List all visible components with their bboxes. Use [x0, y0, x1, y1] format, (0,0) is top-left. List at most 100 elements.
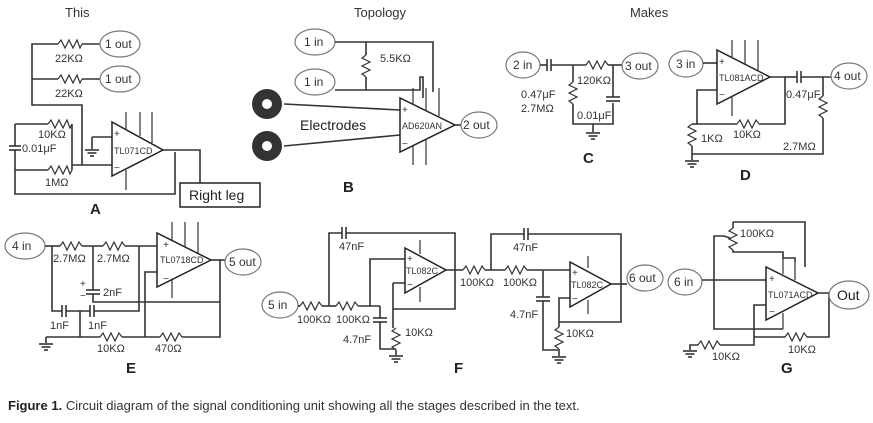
figure-caption: Figure 1. Circuit diagram of the signal … [8, 398, 580, 413]
node-3-in [668, 50, 704, 78]
right-leg-box [179, 182, 261, 208]
label-r3: 10KΩ [97, 343, 125, 355]
label-r1: 100KΩ [297, 314, 331, 326]
opamp-label: TL071ACD [768, 290, 813, 300]
label-c1: 0.47μF [786, 89, 821, 101]
label-c4: 4.7nF [510, 309, 538, 321]
node-label: 3 in [676, 57, 695, 71]
label-r5: 100KΩ [503, 277, 537, 289]
wire [696, 89, 737, 125]
cap-plus-sign: + [80, 279, 86, 290]
plus-sign: + [402, 105, 408, 116]
resistor-100k-4 [504, 264, 528, 276]
wire [369, 258, 405, 306]
resistor-2-7m-2 [102, 240, 126, 252]
node-label: 5 in [268, 298, 287, 312]
plus-sign: + [114, 129, 120, 140]
supply-pins [782, 258, 796, 329]
node-1-out-b [99, 65, 141, 93]
right-leg-label: Right leg [189, 187, 244, 203]
ground-icon [684, 160, 700, 168]
panel-letter-c: C [583, 150, 594, 167]
resistor-1k [686, 123, 698, 147]
ground-icon [585, 132, 601, 140]
resistor-2-7m-1 [59, 240, 83, 252]
label-c1: 0.47μF [521, 89, 556, 101]
plus-sign: + [163, 240, 169, 251]
label-r2: 10KΩ [733, 129, 761, 141]
resistor-10k-2 [784, 331, 808, 343]
node-label: 2 in [513, 58, 532, 72]
header-left: This [65, 5, 90, 20]
panel-letter-e: E [126, 360, 136, 377]
resistor-120k [585, 59, 609, 71]
node-6-out [626, 264, 664, 292]
wire [182, 260, 221, 338]
label-rg: 5.5KΩ [380, 53, 411, 65]
opamp-label: TL071CD [114, 146, 153, 156]
label-r3: 2.7MΩ [783, 141, 816, 153]
wire [490, 233, 524, 270]
panel-d: 3 in + − TL081ACD 4 out 0.47μF 1KΩ 10KΩ … [668, 40, 868, 184]
panel-e: 4 in + − + − TL0718CD 5 out [4, 222, 262, 377]
wire [542, 301, 558, 351]
label-r2: 22KΩ [55, 88, 83, 100]
caption-text: Circuit diagram of the signal conditioni… [65, 398, 580, 413]
node-2-out [460, 111, 498, 139]
node-1-in-b [294, 68, 336, 96]
node-label: 1 out [105, 37, 132, 51]
label-r1: 22KΩ [55, 53, 83, 65]
label-c2: 0.01μF [577, 110, 612, 122]
wire [759, 76, 786, 125]
label-c3: 1nF [88, 320, 107, 332]
resistor-10k [99, 331, 123, 343]
label-r2: 100KΩ [336, 314, 370, 326]
opamp-tl071acd [765, 265, 820, 322]
opamp-label: TL082C [571, 280, 604, 290]
label-pot: 100KΩ [740, 228, 774, 240]
wire [14, 150, 176, 195]
electrode-hole [262, 141, 272, 151]
label-r4: 100KΩ [460, 277, 494, 289]
ground-icon [84, 149, 100, 157]
opamp-tl081acd [716, 48, 772, 106]
label-c1: 2nF [103, 287, 122, 299]
plus-sign: + [407, 254, 413, 265]
wire [335, 41, 434, 92]
wire [328, 232, 342, 306]
electrodes-label: Electrodes [300, 117, 366, 133]
wire [379, 322, 396, 350]
caption-label: Figure 1. [8, 398, 63, 413]
opamp-label: TL081ACD [719, 73, 764, 83]
resistor-22k-2 [57, 73, 83, 85]
label-r1: 1KΩ [701, 133, 723, 145]
panel-letter-d: D [740, 167, 751, 184]
label-r3: 10KΩ [38, 129, 66, 141]
minus-sign: − [114, 163, 120, 174]
node-5-out [224, 248, 262, 276]
opamp-tl082c-2 [569, 260, 613, 309]
wire [528, 233, 622, 323]
label-c2: 4.7nF [343, 334, 371, 346]
label-r1: 10KΩ [712, 351, 740, 363]
node-label: Out [837, 287, 860, 303]
wire [346, 232, 456, 310]
node-4-out [830, 62, 868, 90]
opamp-label: AD620AN [402, 121, 442, 131]
minus-sign: − [719, 90, 725, 101]
node-3-out [621, 52, 659, 80]
node-5-in [261, 291, 299, 319]
label-r1: 2.7MΩ [521, 103, 554, 115]
panel-letter-a: A [90, 201, 101, 218]
panel-a: 22KΩ 22KΩ 1 out 1 out 10KΩ 0.01μF 1MΩ + … [9, 30, 261, 218]
ground-icon [682, 350, 698, 358]
plus-sign: + [769, 274, 775, 285]
minus-sign: − [572, 294, 578, 305]
wire [31, 57, 112, 166]
plus-sign: + [572, 268, 578, 279]
resistor-100k-1 [299, 300, 323, 312]
label-r1: 2.7MΩ [53, 253, 86, 265]
minus-sign: − [402, 139, 408, 150]
ground-icon [551, 356, 567, 364]
header-middle: Topology [354, 5, 407, 20]
